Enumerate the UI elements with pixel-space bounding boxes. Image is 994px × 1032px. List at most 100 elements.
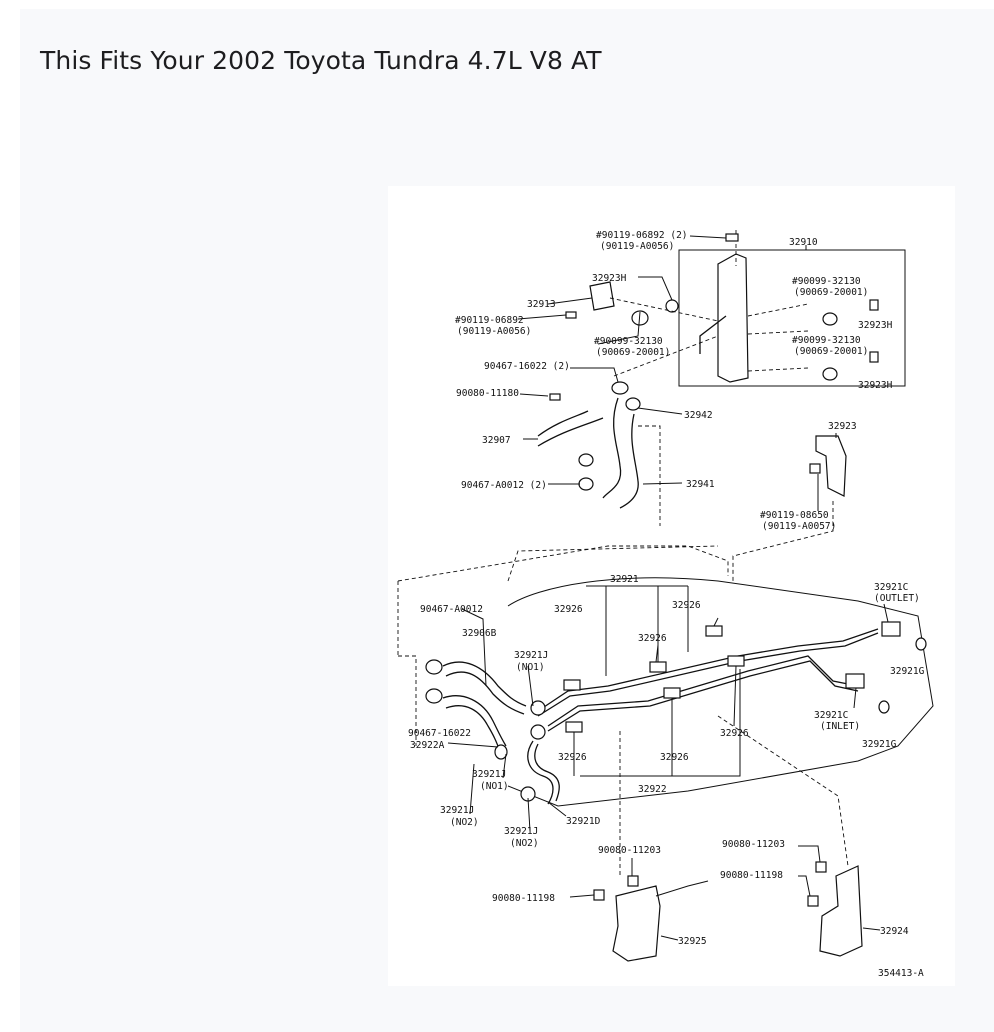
label-32941: 32941: [686, 479, 715, 490]
label-90099-32130: #90099-32130: [594, 336, 663, 347]
hose-32941: [619, 413, 639, 509]
parts-diagram: #90119-06892 (2) (90119-A0056) 32910 329…: [388, 186, 955, 986]
hose-clip: [578, 477, 594, 491]
leader-line: [547, 297, 593, 305]
label-32913: 32913: [527, 299, 556, 310]
clamp-32926: [565, 721, 583, 733]
leader-line: [570, 367, 619, 383]
label-32921g: 32921G: [890, 666, 925, 677]
bolt: [549, 393, 561, 401]
leader-line: [569, 894, 595, 898]
hose-clip: [530, 724, 546, 740]
leader-line: [637, 407, 683, 415]
tube-32922: [547, 660, 859, 732]
label-32922a: 32922A: [410, 740, 445, 751]
label-no2: (NO2): [510, 838, 539, 849]
label-32924: 32924: [880, 926, 909, 937]
dash-line: [747, 367, 809, 372]
label-90080-11203: 90080-11203: [598, 845, 661, 856]
union-32921c-outlet: [881, 621, 901, 637]
bracket-32923: [815, 435, 847, 497]
label-32906b: 32906B: [462, 628, 497, 639]
label-90080-11203: 90080-11203: [722, 839, 785, 850]
label-32921c: 32921C: [814, 710, 848, 721]
label-32921d: 32921D: [566, 816, 601, 827]
bracket-32913: [589, 281, 615, 311]
clamp-32926: [563, 679, 581, 691]
leader-line: [798, 845, 821, 863]
hose-32941: [602, 397, 622, 499]
label-32926: 32926: [672, 600, 701, 611]
label-32942: 32942: [684, 410, 713, 421]
label-90467-a0012: 90467-A0012: [420, 604, 483, 615]
hose-clip: [611, 381, 629, 395]
bolt: [815, 861, 827, 873]
hose-clip: [494, 744, 508, 760]
label-90119-06892: #90119-06892: [455, 315, 524, 326]
tube-32921: [537, 628, 879, 712]
label-32925: 32925: [678, 936, 707, 947]
bolt: [593, 889, 605, 901]
oil-cooler-diagram: #90119-06892 (2) (90119-A0056) 32910 329…: [397, 230, 934, 979]
bracket-32924: [819, 865, 863, 957]
label-32923h: 32923H: [858, 380, 893, 391]
leader-line: [862, 927, 881, 931]
label-32926: 32926: [554, 604, 583, 615]
label-90119-a0056: (90119-A0056): [600, 241, 674, 252]
transmission-outline: [507, 577, 934, 807]
label-90119-a0057: (90119-A0057): [762, 521, 836, 532]
gasket-32921g: [915, 637, 927, 651]
label-32921: 32921: [610, 574, 639, 585]
label-32926: 32926: [660, 752, 689, 763]
oil-cooler-box-outline: [678, 249, 906, 387]
label-90099-32130: #90099-32130: [792, 335, 861, 346]
label-90467-a0012: 90467-A0012 (2): [461, 480, 547, 491]
leader-line: [502, 753, 507, 779]
frame-dash: [398, 655, 417, 746]
label-32926: 32926: [638, 633, 667, 644]
leader-line: [660, 935, 679, 941]
dash-line: [747, 303, 809, 317]
frame-dash: [397, 545, 729, 582]
label-32921j: 32921J: [440, 805, 474, 816]
gasket-32921g: [878, 700, 890, 714]
leader-line: [461, 608, 487, 687]
label-32923: 32923: [828, 421, 857, 432]
diagram-reference-number: 354413-A: [878, 968, 924, 979]
bolt: [869, 351, 879, 363]
bolt: [809, 463, 821, 474]
label-90099-32130: #90099-32130: [792, 276, 861, 287]
leader-line: [689, 235, 727, 239]
leader-line: [655, 644, 659, 663]
label-90467-16022: 90467-16022: [408, 728, 471, 739]
leader-line: [527, 665, 534, 707]
label-32910: 32910: [789, 237, 818, 248]
label-32921g: 32921G: [862, 739, 897, 750]
hose-32922a: [442, 695, 507, 747]
label-90119-06892: #90119-06892 (2): [596, 230, 688, 241]
leader-line: [642, 482, 683, 485]
leader-line: [883, 603, 889, 623]
bolt: [869, 299, 879, 311]
leader-line: [447, 742, 499, 748]
label-32907: 32907: [482, 435, 511, 446]
frame-dash: [507, 545, 719, 582]
leader-line: [798, 875, 811, 897]
leader-line: [547, 801, 567, 817]
hose-clip: [530, 700, 546, 716]
label-32926: 32926: [558, 752, 587, 763]
tube-32922: [547, 655, 859, 727]
hose-32921d: [534, 743, 560, 802]
leader-line: [853, 687, 857, 709]
clamp-32926: [663, 687, 681, 699]
hose-clip: [625, 397, 641, 411]
label-90080-11198: 90080-11198: [492, 893, 555, 904]
label-32921j: 32921J: [504, 826, 538, 837]
label-90119-08650: #90119-08650: [760, 510, 829, 521]
label-no1: (NO1): [480, 781, 509, 792]
grommet: [822, 367, 838, 381]
bolt: [807, 895, 819, 907]
dash-line: [732, 501, 834, 581]
dash-line: [747, 330, 809, 335]
tube-32907: [537, 410, 589, 437]
